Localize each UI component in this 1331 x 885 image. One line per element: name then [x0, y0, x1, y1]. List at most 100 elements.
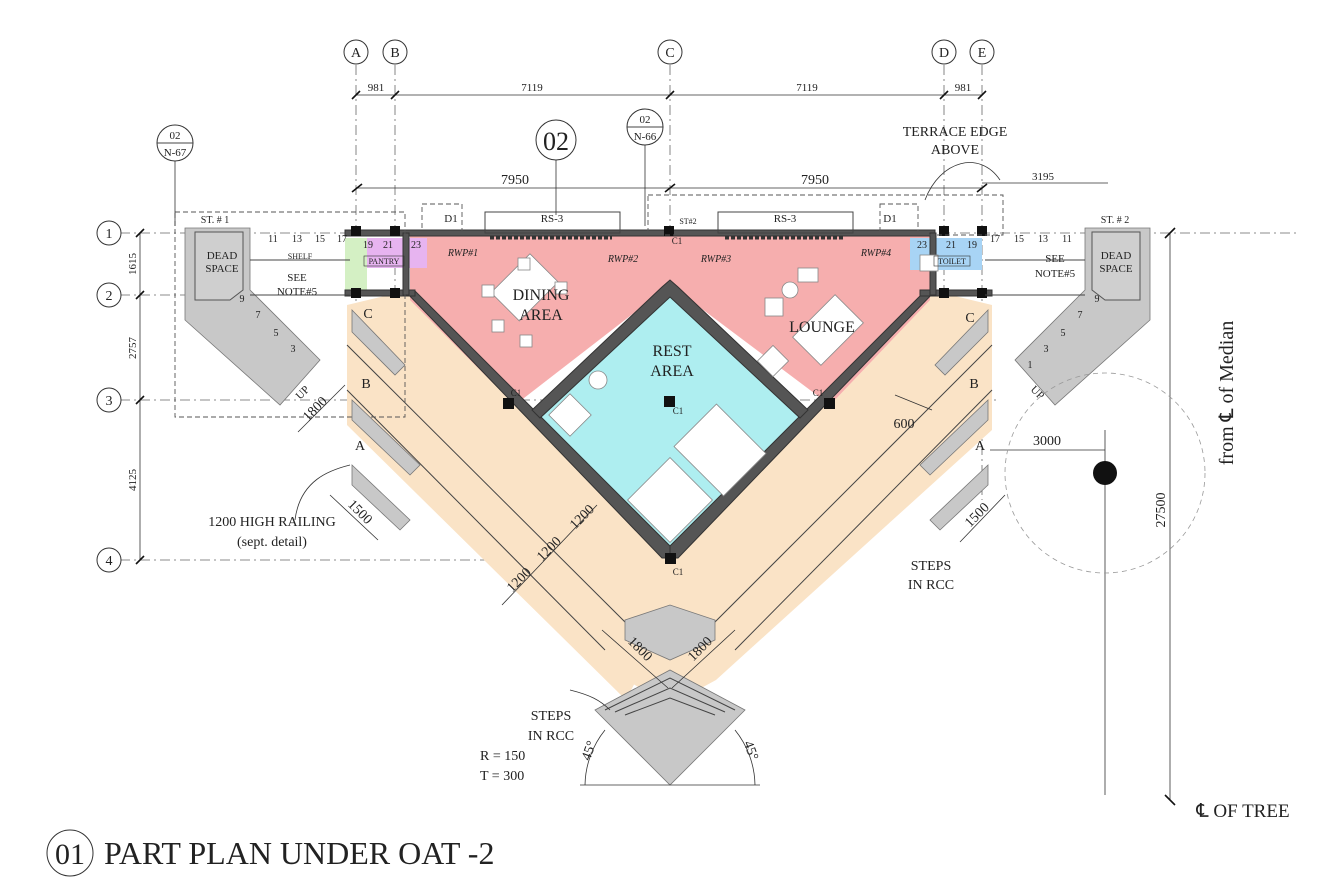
- room-rest-line1: REST: [652, 343, 691, 360]
- dim-7950-left: 7950: [501, 173, 529, 188]
- dim-3000: 3000: [1033, 434, 1061, 449]
- label-c1-center: C1: [673, 406, 684, 416]
- stair-right-11: 11: [1062, 234, 1072, 245]
- room-toilet: TOILET: [938, 257, 966, 266]
- flight-right-9: 9: [1095, 294, 1100, 305]
- label-d1-right: D1: [883, 213, 896, 225]
- label-shelf: SHELF: [288, 252, 313, 261]
- label-rwp4: RWP#4: [860, 248, 891, 259]
- grid-label-a: A: [351, 46, 362, 61]
- flight-left-5: 5: [274, 328, 279, 339]
- note-railing-line2: (sept. detail): [237, 535, 307, 550]
- stair-left-23: 23: [411, 240, 421, 251]
- deck-b-left: B: [361, 377, 370, 392]
- flight-left-3: 3: [291, 344, 296, 355]
- grid-label-1: 1: [106, 227, 113, 242]
- room-rest-line2: AREA: [650, 363, 694, 380]
- label-rs3-right: RS-3: [774, 213, 797, 225]
- note-steps-right-line2: IN RCC: [908, 578, 954, 593]
- deck-b-right: B: [969, 377, 978, 392]
- grid-label-d: D: [939, 46, 949, 61]
- stair-right-15: 15: [1014, 234, 1024, 245]
- furniture: [481, 253, 939, 543]
- note-see-left-line1: SEE: [287, 272, 307, 284]
- grid-bubbles: A B C D E 1 2 3 4: [96, 39, 995, 573]
- note-see-right-line1: SEE: [1045, 253, 1065, 265]
- flight-left-9: 9: [240, 294, 245, 305]
- deck-a-right: A: [975, 439, 986, 454]
- grid-label-2: 2: [106, 289, 113, 304]
- label-rs3-left: RS-3: [541, 213, 564, 225]
- label-rwp1: RWP#1: [447, 248, 478, 259]
- small-labels: ST. # 1 ST. # 2 ST#2 D1 D1 RS-3 RS-3 RWP…: [201, 213, 1129, 577]
- stair-right-23: 23: [917, 240, 927, 251]
- section-ref-n67-top: 02: [170, 130, 181, 142]
- section-references: 02 N-67 02 N-66 02: [156, 108, 664, 162]
- stair-right-19: 19: [967, 240, 977, 251]
- dead-space-left-line2: SPACE: [205, 263, 239, 275]
- note-terrace-line1: TERRACE EDGE: [903, 125, 1008, 140]
- section-ref-n66-bottom: N-66: [634, 131, 657, 143]
- dim-1615: 1615: [127, 253, 139, 276]
- flight-right-7: 7: [1078, 310, 1083, 321]
- section-ref-big: 02: [543, 127, 569, 156]
- label-d1-left: D1: [444, 213, 457, 225]
- label-st2: ST. # 2: [1101, 215, 1129, 226]
- deck-a-left: A: [355, 439, 366, 454]
- note-see-right-line2: NOTE#5: [1035, 268, 1076, 280]
- room-labels: DINING AREA LOUNGE REST AREA PANTRY TOIL…: [205, 250, 1133, 380]
- dim-7119-left: 7119: [521, 82, 543, 94]
- dim-27500: 27500: [1154, 493, 1169, 528]
- label-c1-right: C1: [813, 388, 824, 398]
- deck-c-right: C: [965, 311, 974, 326]
- drawing-title: 01 PART PLAN UNDER OAT -2: [46, 829, 494, 877]
- dim-7950-right: 7950: [801, 173, 829, 188]
- stair-left-11: 11: [268, 234, 278, 245]
- label-rwp3: RWP#3: [700, 254, 731, 265]
- stairs: [174, 211, 1151, 786]
- room-pantry: PANTRY: [369, 257, 400, 266]
- dead-space-left-line1: DEAD: [207, 250, 238, 262]
- dim-600: 600: [894, 417, 915, 432]
- dim-7119-right: 7119: [796, 82, 818, 94]
- note-steps-bottom-line1: STEPS: [531, 709, 571, 724]
- flight-right-5: 5: [1061, 328, 1066, 339]
- grid-label-b: B: [390, 46, 399, 61]
- title-text: PART PLAN UNDER OAT -2: [104, 835, 494, 871]
- label-c1-left: C1: [511, 388, 522, 398]
- stair-left-13: 13: [292, 234, 302, 245]
- stair-left-15: 15: [315, 234, 325, 245]
- stair-left-17: 17: [337, 234, 347, 245]
- deck-c-left: C: [363, 307, 372, 322]
- note-see-left-line2: NOTE#5: [277, 286, 318, 298]
- stair-left-19: 19: [363, 240, 373, 251]
- label-c1-top: C1: [672, 236, 683, 246]
- label-st1: ST. # 1: [201, 215, 229, 226]
- dim-3195: 3195: [1032, 171, 1055, 183]
- stair-right-17: 17: [990, 234, 1000, 245]
- dim-2757: 2757: [127, 337, 139, 360]
- section-ref-n66-top: 02: [640, 114, 651, 126]
- title-number: 01: [55, 838, 85, 871]
- note-tree: ℄ OF TREE: [1195, 801, 1289, 822]
- note-tread: T = 300: [480, 769, 524, 784]
- windows: [421, 194, 1004, 240]
- room-dining-line2: AREA: [519, 307, 563, 324]
- note-steps-right-line1: STEPS: [911, 559, 951, 574]
- grid-label-3: 3: [106, 394, 113, 409]
- label-rwp2: RWP#2: [607, 254, 638, 265]
- stair-right-21: 21: [946, 240, 956, 251]
- label-c1-bottom: C1: [673, 567, 684, 577]
- room-lounge: LOUNGE: [789, 319, 855, 336]
- angle-left: 45°: [579, 739, 600, 763]
- stair-left-21: 21: [383, 240, 393, 251]
- room-dining-line1: DINING: [513, 287, 570, 304]
- flight-right-1: 1: [1028, 360, 1033, 371]
- note-riser: R = 150: [480, 749, 525, 764]
- dead-space-right-line1: DEAD: [1101, 250, 1132, 262]
- section-ref-n67-bottom: N-67: [164, 147, 187, 159]
- grid-label-e: E: [978, 46, 987, 61]
- stair-right-13: 13: [1038, 234, 1048, 245]
- flight-left-7: 7: [256, 310, 261, 321]
